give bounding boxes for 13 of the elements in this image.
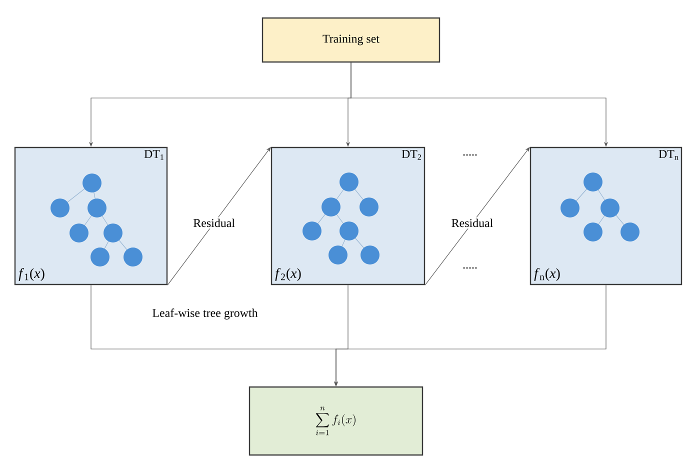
ellipsis-dots: ..... (463, 267, 477, 269)
function-label: f$_{n}$(x) (534, 268, 560, 281)
ellipsis-dots: ..... (463, 154, 477, 156)
function-label: f$_{1}$(x) (18, 268, 44, 281)
note-label: Leaf-wise tree growth (152, 308, 258, 320)
sum-formula: $\sum_{i=1}^{n} f_i(x)$ (316, 406, 356, 436)
tree-title: DT$_{n}$ (658, 150, 678, 160)
edge-label: Residual (450, 217, 495, 229)
tree-title: DT$_{2}$ (402, 150, 421, 160)
tree-title: DT$_{1}$ (144, 150, 164, 160)
box-label: Training set (322, 34, 380, 46)
function-label: f$_{2}$(x) (275, 268, 301, 281)
edge-label: Residual (192, 217, 236, 229)
